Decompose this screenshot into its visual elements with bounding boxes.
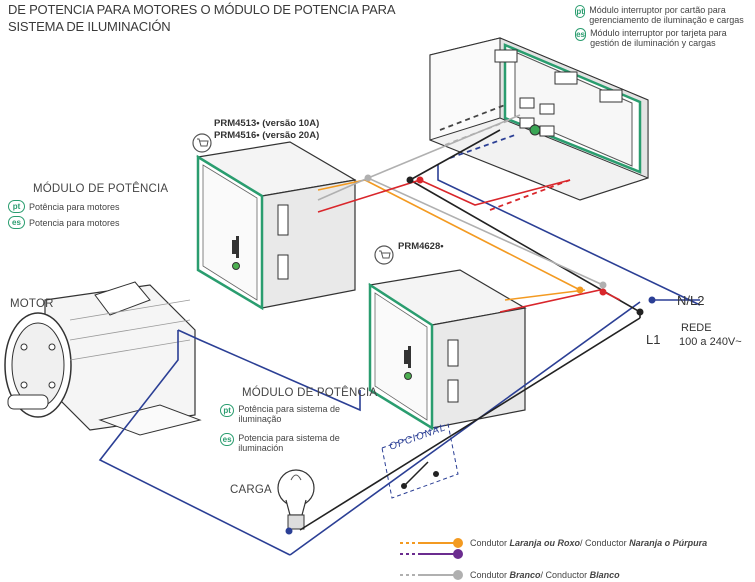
legend-em: Laranja ou Roxo [509,538,581,548]
network-label: REDE [681,322,712,334]
motor [4,281,202,436]
legend-em: Branco [509,570,541,580]
es-badge: es [575,28,587,41]
section-title-lighting-module: MÓDULO DE POTÊNCIA [242,387,378,399]
neutral-label: N/L2 [677,293,705,308]
es-badge: es [220,433,235,446]
motor-pt-row: pt Potência para motores [8,200,120,213]
legend-em: Blanco [589,570,620,580]
power-module-top [196,141,357,311]
lighting-es-row: es Potencia para sistema de iluminación [220,433,360,453]
legend-em: Naranja o Púrpura [629,538,708,548]
optional-switch [381,423,459,499]
lighting-pt-text: Potência para sistema de iluminação [238,404,340,424]
cart-icon [192,133,394,265]
pt-badge: pt [220,404,235,417]
legend-lines [400,538,463,580]
switch-module-desc: pt Módulo interruptor por cartão para ge… [575,5,750,48]
legend-white: Condutor Branco/ Conductor Blanco [470,570,620,580]
legend-text: / Conductor [580,538,630,548]
legend-text: Condutor [470,538,510,548]
lighting-pt-row: pt Potência para sistema de iluminação [220,404,360,424]
legend-text: Condutor [470,570,510,580]
model-label-prm4628: PRM4628• [398,241,444,252]
load-label: CARGA [230,484,272,496]
card-switch-module [429,37,649,201]
model-label-20a: PRM4516• (versão 20A) [214,130,320,141]
lamp [277,469,315,535]
pt-badge: pt [575,5,586,18]
motor-pt-text: Potência para motores [29,201,120,212]
motor-es-text: Potencia para motores [29,217,120,228]
pt-badge: pt [8,200,25,213]
motor-es-row: es Potencia para motores [8,216,120,229]
page-title: DE POTENCIA PARA MOTORES O MÓDULO DE POT… [8,2,395,34]
motor-label: MOTOR [10,298,54,310]
switch-pt-text: Módulo interruptor por cartão para geren… [589,5,744,25]
line-label: L1 [646,332,661,347]
legend-orange: Condutor Laranja ou Roxo/ Conductor Nara… [470,538,707,548]
junction-dots [364,174,656,316]
power-module-bottom [368,269,527,431]
model-label-10a: PRM4513• (versão 10A) [214,118,320,129]
es-badge: es [8,216,25,229]
section-title-motor-module: MÓDULO DE POTÊNCIA [33,183,169,195]
lighting-es-text: Potencia para sistema de iluminación [238,433,340,453]
legend-text: / Conductor [540,570,590,580]
power-wires [98,114,701,556]
switch-es-text: Módulo interruptor por tarjeta para gest… [590,28,727,48]
voltage-label: 100 a 240V~ [679,336,742,348]
